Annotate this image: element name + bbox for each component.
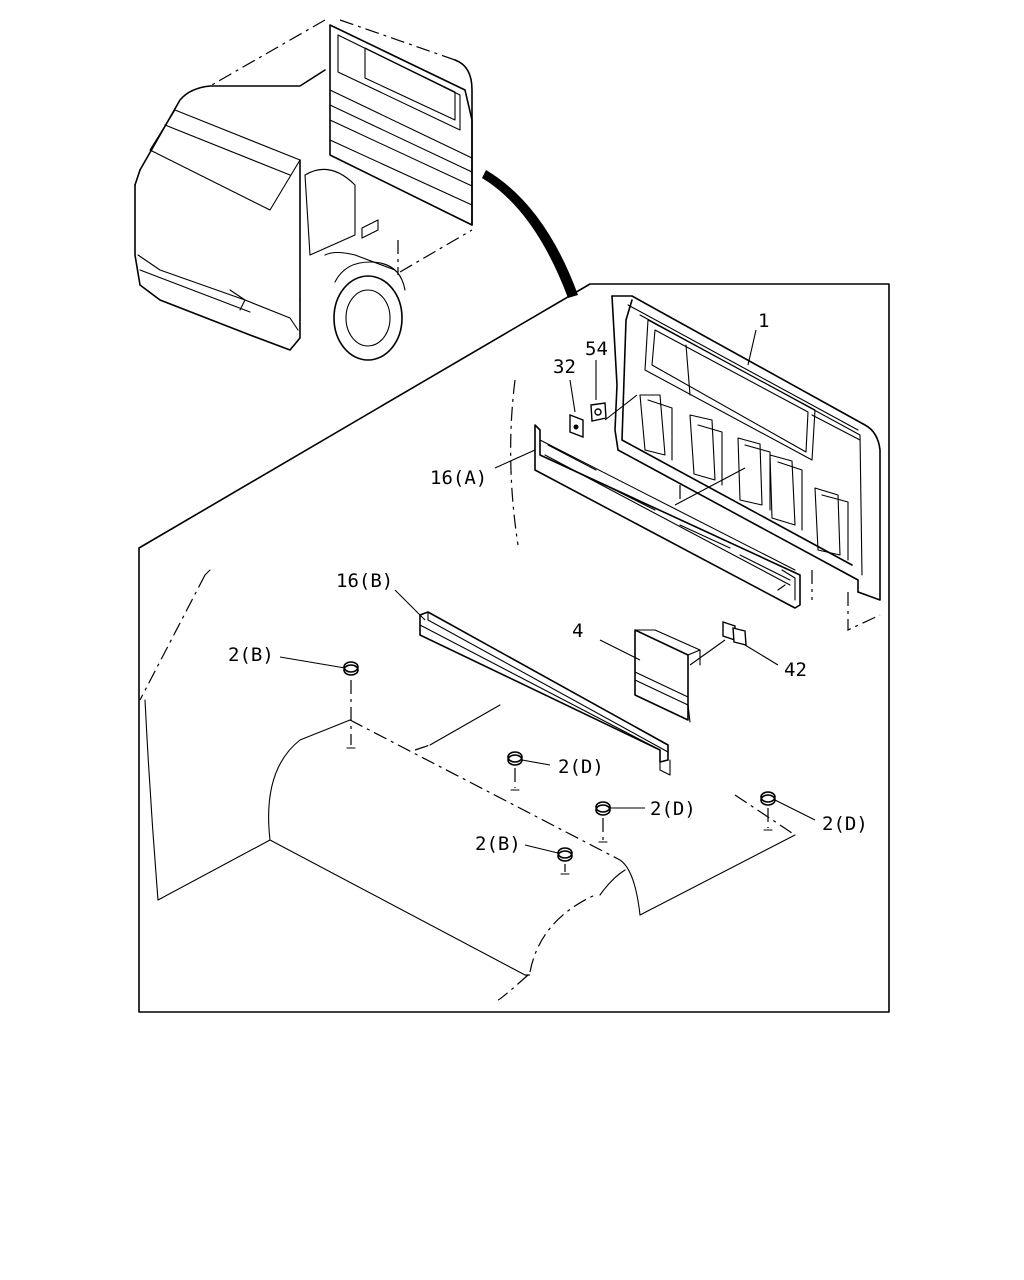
callout-16a: 16(A): [430, 467, 487, 489]
part-42-clip: [722, 621, 747, 646]
grommet-2b-bottom: [557, 847, 573, 875]
callout-2d-1: 2(D): [558, 756, 604, 778]
grommet-2b-top: [343, 661, 359, 749]
part-4-plate: [634, 629, 701, 723]
callout-32: 32: [553, 356, 576, 378]
grommet-2d-2: [595, 801, 611, 843]
part-16a-rail: [534, 424, 801, 609]
callout-2d-3: 2(D): [822, 813, 868, 835]
body-floor: [139, 379, 796, 1001]
callout-2b-top: 2(B): [228, 644, 274, 666]
callout-2b-bottom: 2(B): [475, 833, 521, 855]
callout-2d-2: 2(D): [650, 798, 696, 820]
part-1-rear-panel: [611, 295, 881, 631]
callout-42: 42: [784, 659, 807, 681]
callout-1: 1: [758, 310, 769, 332]
part-54-clip: [590, 402, 607, 422]
part-32-bracket: [569, 413, 584, 439]
grommet-2d-1: [507, 751, 523, 791]
grommet-2d-3: [760, 791, 776, 831]
callout-54: 54: [585, 338, 608, 360]
callout-16b: 16(B): [336, 570, 393, 592]
detail-frame: [138, 283, 890, 1013]
leader-lines: [279, 329, 816, 854]
truck-overview: [134, 19, 578, 361]
part-16b-channel: [419, 611, 671, 776]
callout-4: 4: [572, 620, 583, 642]
